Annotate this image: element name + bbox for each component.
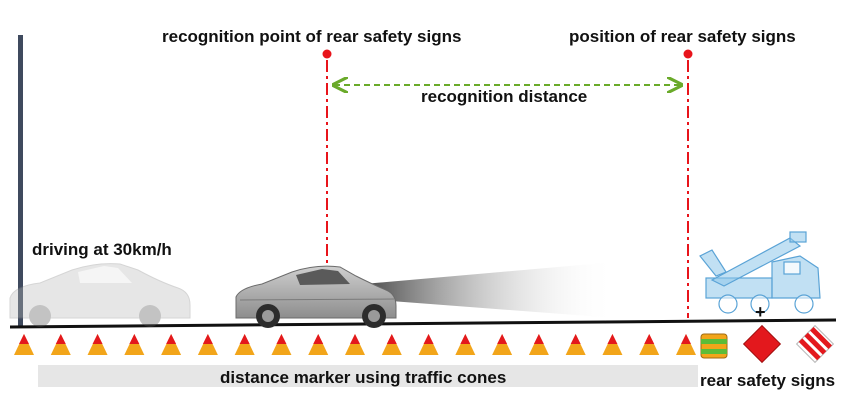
headlight-beam [352, 262, 615, 318]
left-pole [18, 35, 23, 327]
crane-truck [699, 231, 821, 314]
road-line [9, 318, 837, 329]
traffic-cone [50, 334, 71, 355]
traffic-cones [14, 334, 696, 355]
rear-safety-signs-group [700, 324, 835, 364]
traffic-cone [14, 334, 34, 355]
sign-position-label: position of rear safety signs [569, 27, 796, 46]
rear-safety-signs-label: rear safety signs [700, 371, 836, 390]
traffic-cone [639, 334, 660, 355]
traffic-cone [271, 334, 292, 355]
traffic-cone [676, 334, 696, 355]
sign-position-marker [683, 49, 693, 318]
recognition-point-dot [322, 49, 332, 59]
traffic-cone [602, 334, 623, 355]
plus-sign: + [755, 302, 766, 322]
recognition-point-label: recognition point of rear safety signs [162, 27, 462, 46]
recognition-distance-label: recognition distance [421, 87, 588, 106]
traffic-cone [124, 334, 145, 355]
car-window [296, 269, 350, 285]
traffic-cone [418, 334, 439, 355]
sign-position-dot [683, 49, 693, 59]
driving-car [235, 265, 397, 328]
traffic-cone [528, 334, 549, 355]
cone-marker-bar [38, 365, 698, 387]
recognition-point-marker [322, 49, 332, 285]
traffic-cone [234, 334, 255, 355]
faded-car [9, 263, 191, 327]
traffic-cone [161, 334, 182, 355]
cone-marker-label: distance marker using traffic cones [220, 368, 507, 387]
traffic-cone [197, 334, 218, 355]
traffic-cone [381, 334, 402, 355]
sign-striped [795, 324, 835, 364]
sign-drum [700, 333, 728, 359]
driving-speed-label: driving at 30km/h [32, 240, 172, 259]
traffic-cone [565, 334, 586, 355]
traffic-cone [455, 334, 476, 355]
traffic-cone [345, 334, 365, 355]
traffic-cone [308, 334, 329, 355]
traffic-cone [492, 334, 513, 355]
traffic-cone [87, 334, 108, 355]
sign-diamond [742, 324, 782, 364]
